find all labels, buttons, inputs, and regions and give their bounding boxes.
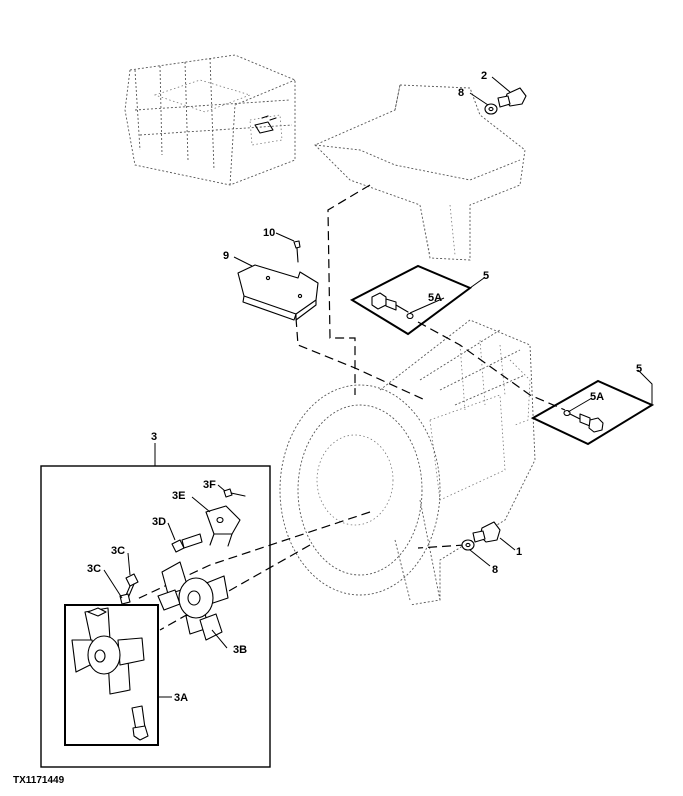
pin-3F <box>223 488 246 498</box>
callout-10: 10 <box>263 227 275 239</box>
callout-3A: 3A <box>174 692 188 704</box>
cover-plate-9 <box>237 264 319 321</box>
callout-3C-upper: 3C <box>111 545 125 557</box>
callout-3F: 3F <box>203 479 216 491</box>
callout-3: 3 <box>151 431 157 443</box>
callout-1: 1 <box>516 546 522 558</box>
callout-8-upper: 8 <box>458 87 464 99</box>
callout-5-lower: 5 <box>636 363 642 375</box>
fan-3B <box>157 561 229 641</box>
fan-3A <box>71 607 145 695</box>
seat-platform <box>314 84 526 261</box>
callout-3B: 3B <box>233 644 247 656</box>
figure-id: TX1171449 <box>13 775 65 786</box>
capscrew-3D <box>171 533 203 553</box>
callout-3E: 3E <box>172 490 185 502</box>
leader-lines <box>103 76 653 698</box>
callout-5-upper: 5 <box>483 270 489 282</box>
capscrew-3C <box>119 573 139 605</box>
callout-5A-lower: 5A <box>590 391 604 403</box>
fan-kit-group-box <box>40 465 271 768</box>
capscrew-2-upper <box>497 87 527 108</box>
callout-3C-lower: 3C <box>87 563 101 575</box>
screw-10 <box>293 240 301 263</box>
assembly-lines <box>134 184 566 631</box>
callout-3D: 3D <box>152 516 166 528</box>
sensor-box-5-upper <box>349 264 473 336</box>
callout-labels: 2 8 10 9 5 5A 5 5A 3 3F 3E 3D 3C 3C 1 8 … <box>13 70 642 786</box>
washer-8-lower <box>461 539 475 551</box>
callout-5A-upper: 5A <box>428 292 442 304</box>
callout-2: 2 <box>481 70 487 82</box>
callout-9: 9 <box>223 250 229 262</box>
washer-8-upper <box>484 103 498 115</box>
callout-8-lower: 8 <box>492 564 498 576</box>
machine-silhouette <box>124 54 296 186</box>
bracket-3E <box>205 505 241 547</box>
capscrew-3A <box>131 705 149 741</box>
hydrostatic-pump-assembly <box>279 319 536 606</box>
capscrew-1-lower <box>472 521 501 543</box>
